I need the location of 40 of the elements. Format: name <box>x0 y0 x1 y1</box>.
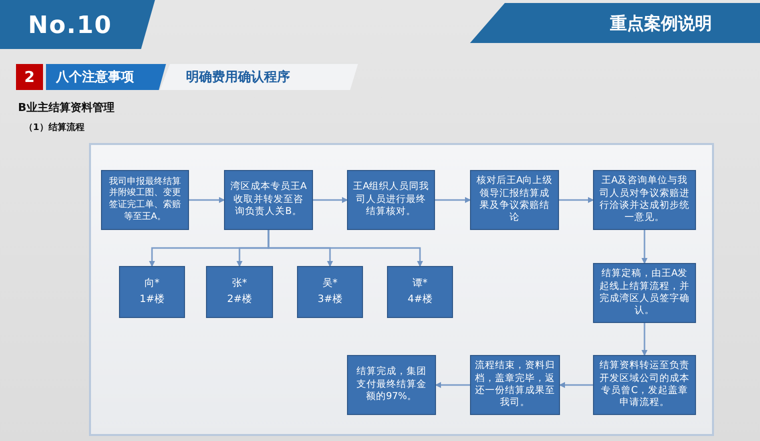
arrow <box>559 382 593 388</box>
box-text: 我司申报最终结算并附竣工图、变更签证完工单、索赔等至王A。 <box>108 176 182 224</box>
process-box <box>101 170 189 230</box>
subheading: （1）结算流程 <box>24 121 84 134</box>
box-text: 结算资料转运至负责开发区域公司的成本专员曾C，发起盖章申请流程。 <box>598 360 690 410</box>
topic-tab: 明确费用确认程序 <box>160 64 358 90</box>
box-text: 核对后王A向上级领导汇报结算成果及争议索赔结论 <box>475 175 554 225</box>
process-box <box>119 266 185 318</box>
section-number: 2 <box>16 64 43 90</box>
arrow <box>268 230 423 267</box>
process-box <box>206 266 273 318</box>
process-box <box>593 263 696 323</box>
box-text: 张* 2#楼 <box>226 276 252 307</box>
arrow <box>435 197 471 203</box>
arrow <box>642 323 648 356</box>
arrow <box>642 230 648 264</box>
box-text: 王A及咨询单位与我司人员对争议索赔进行洽谈并达成初步统一意见。 <box>598 175 690 225</box>
box-text: 湾区成本专员王A收取并转发至咨询负责人关B。 <box>229 181 308 219</box>
box-text: 向* 1#楼 <box>139 277 165 307</box>
process-box <box>387 266 453 318</box>
process-box <box>347 355 436 415</box>
box-text: 谭* 4#楼 <box>407 277 433 307</box>
chapter-tab: 八个注意事项 <box>46 64 166 90</box>
arrow <box>313 197 348 203</box>
process-box <box>297 266 363 318</box>
process-box <box>593 355 696 415</box>
subtitle: B业主结算资料管理 <box>18 100 114 115</box>
box-text: 吴* 3#楼 <box>317 277 343 307</box>
arrow <box>559 197 594 203</box>
process-box <box>347 170 435 230</box>
box-text: 结算完成，集团支付最终结算金额的97%。 <box>356 366 428 404</box>
arrow <box>189 197 225 203</box>
box-text: 流程结束，资料归档，盖章完毕，返还一份结算成果至我司。 <box>475 360 555 410</box>
section-title-banner: 重点案例说明 <box>470 3 760 43</box>
process-box <box>224 170 313 230</box>
page-number-banner: No.10 <box>0 0 155 49</box>
box-text: 王A组织人员同我司人员进行最终结算核对。 <box>352 181 430 219</box>
arrow <box>435 382 470 388</box>
process-box <box>593 170 696 230</box>
box-text: 结算定稿，由王A发起线上结算流程，并完成湾区人员签字确认。 <box>598 268 690 318</box>
